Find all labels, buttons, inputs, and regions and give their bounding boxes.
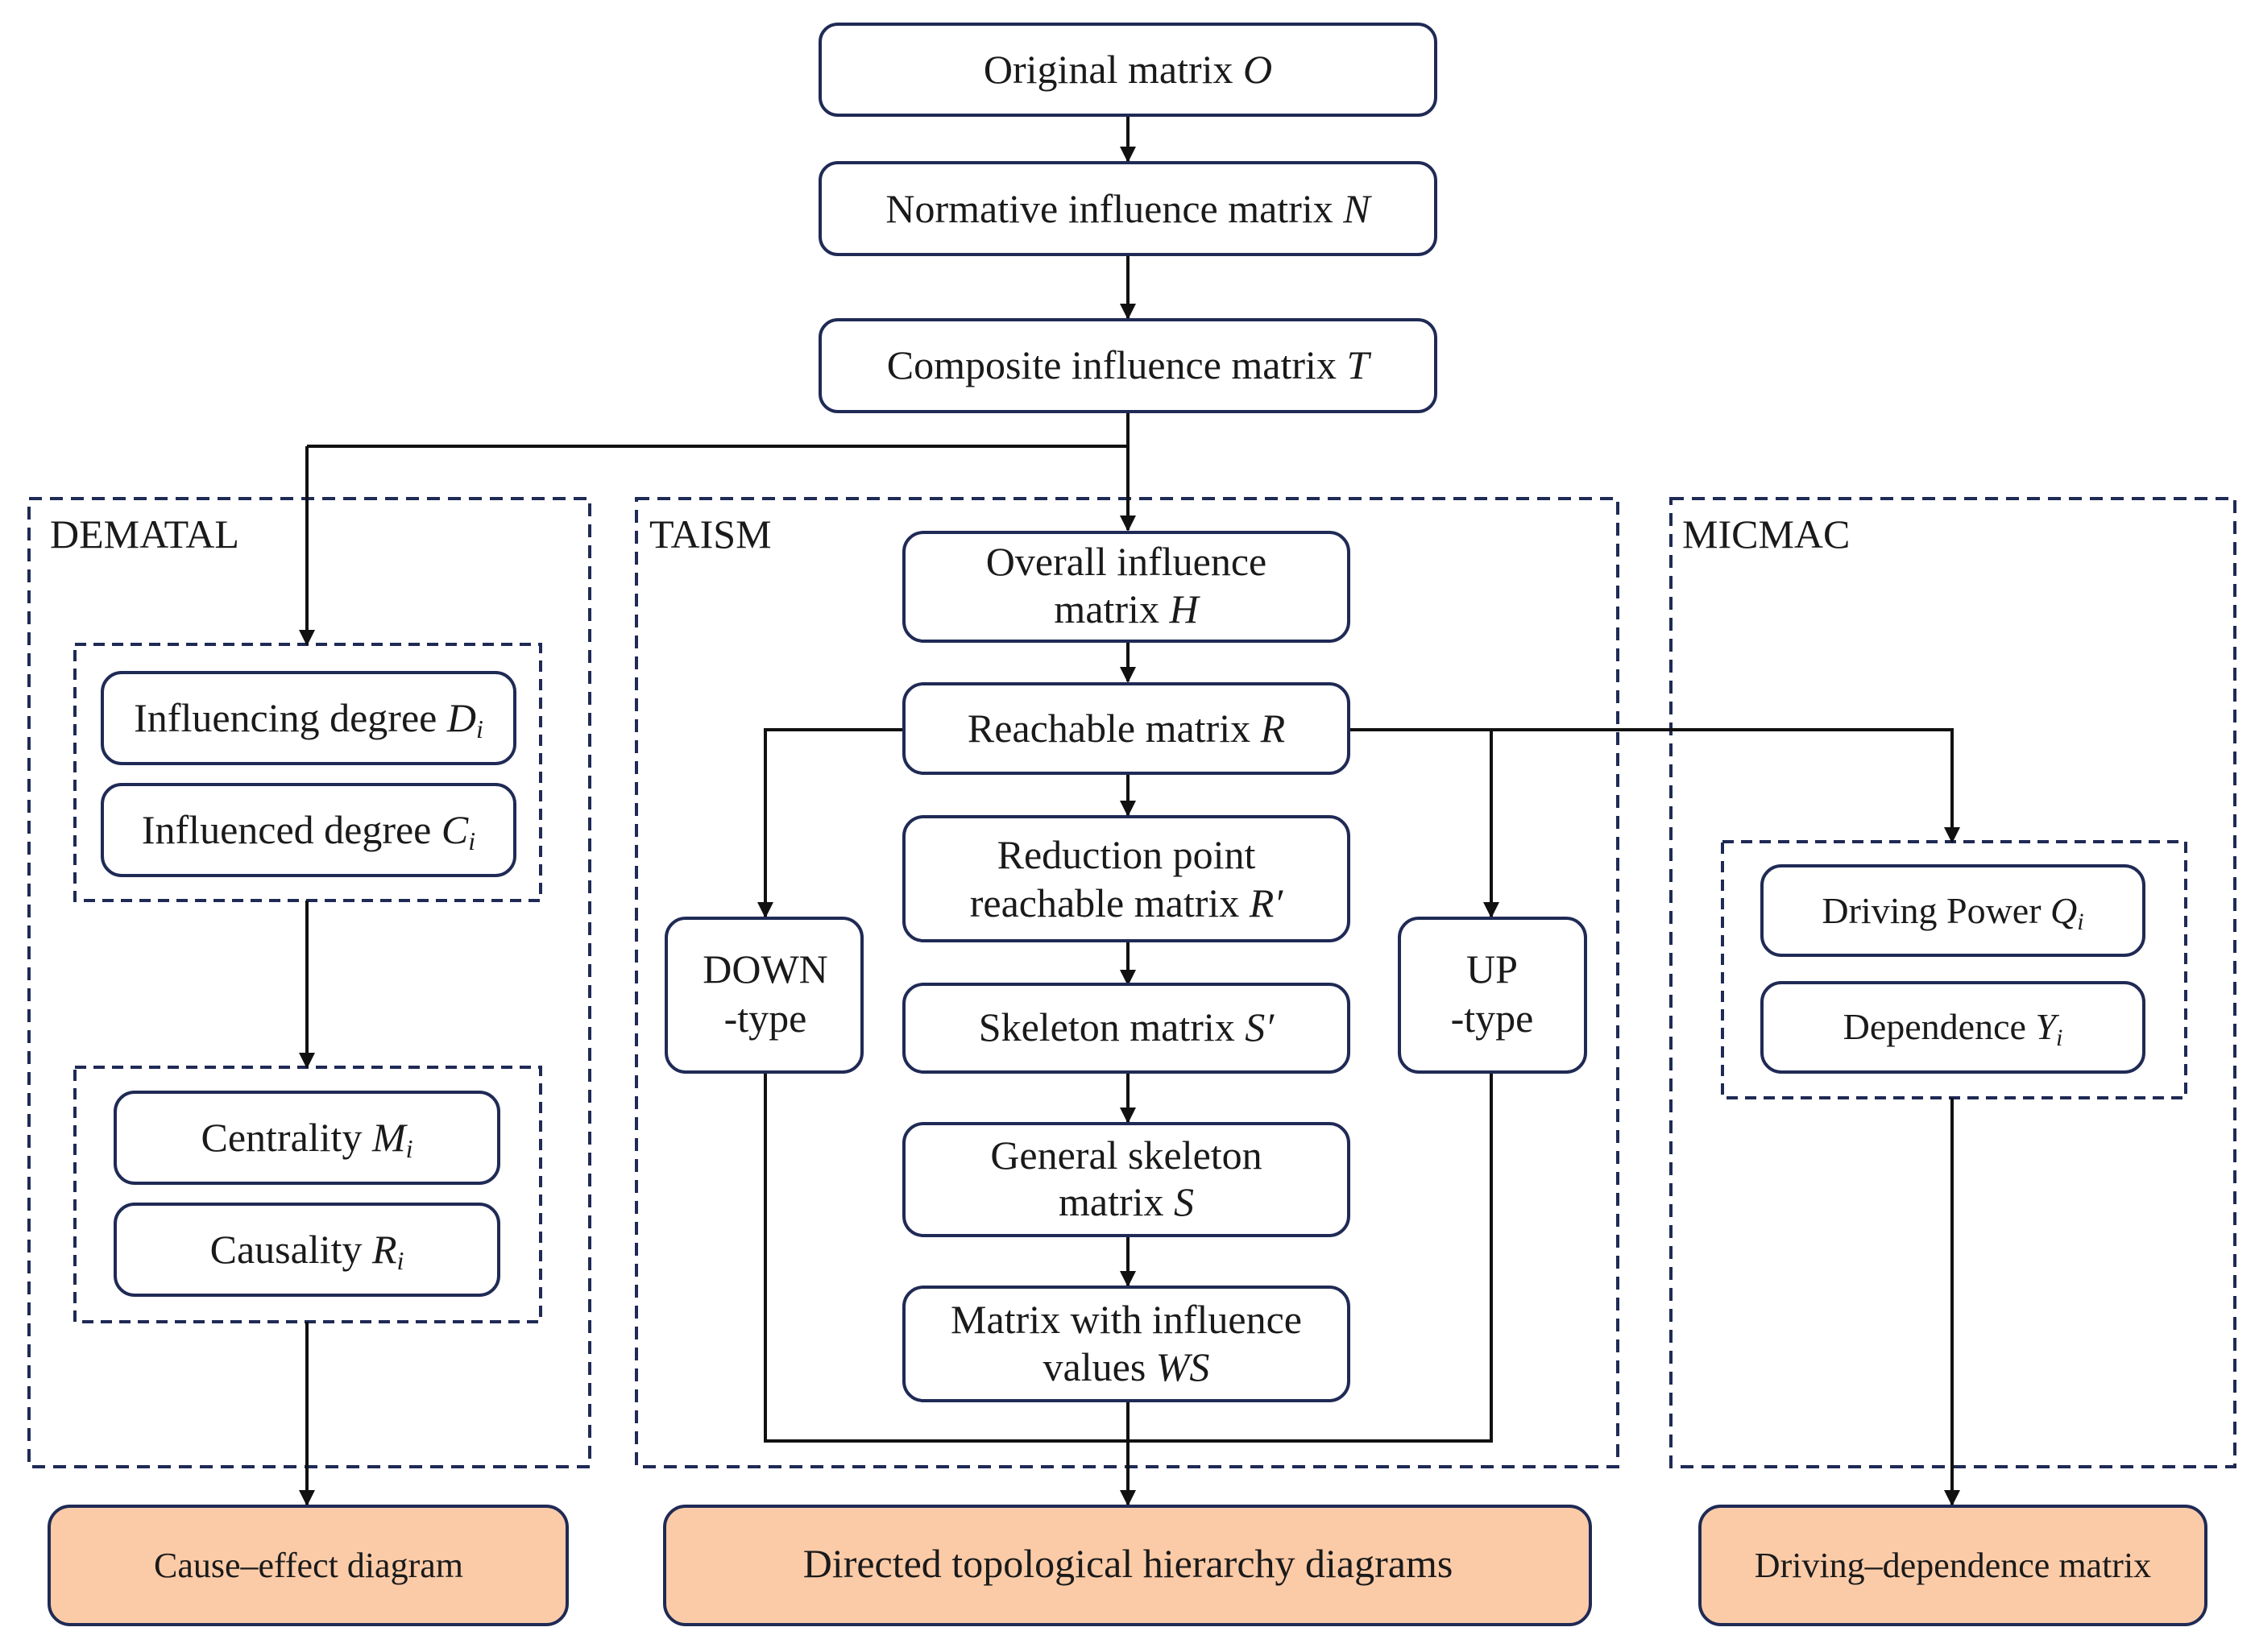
micmac-group-label: MICMAC [1682, 511, 1850, 557]
driving-power-label: Driving Power [1822, 890, 2050, 931]
driving-power-sub: i [2077, 909, 2083, 935]
general-skeleton-box: General skeleton matrix S [902, 1122, 1350, 1237]
svg-text:Driving Power Qi: Driving Power Qi [1822, 890, 2083, 935]
reduction-point-line1: Reduction point [997, 832, 1256, 877]
centrality-var: M [371, 1115, 408, 1160]
influencing-degree-sub: i [476, 714, 483, 743]
svg-text:reachable matrix R′: reachable matrix R′ [970, 880, 1284, 925]
causality-sub: i [397, 1246, 404, 1275]
influence-values-var: WS [1156, 1344, 1210, 1389]
influenced-degree-label: Influenced degree [142, 807, 441, 852]
skeleton-matrix-box: Skeleton matrix S′ [902, 983, 1350, 1074]
influence-values-line1: Matrix with influence [951, 1297, 1302, 1342]
down-type-box: DOWN -type [665, 917, 864, 1074]
driving-dependence-label: Driving–dependence matrix [1755, 1546, 2151, 1585]
up-type-line2: -type [1451, 996, 1534, 1041]
centrality-box: Centrality Mi [114, 1091, 500, 1185]
reduction-point-var: R′ [1249, 880, 1284, 925]
driving-power-box: Driving Power Qi [1760, 864, 2145, 957]
overall-influence-line2: matrix [1054, 586, 1169, 631]
cause-effect-label: Cause–effect diagram [154, 1546, 463, 1585]
svg-text:Causality Ri: Causality Ri [210, 1227, 404, 1275]
overall-influence-var: H [1168, 586, 1200, 631]
causality-label: Causality [210, 1227, 372, 1272]
svg-text:Influencing degree Di: Influencing degree Di [134, 695, 483, 743]
hierarchy-label: Directed topological hierarchy diagrams [803, 1541, 1453, 1586]
causality-var: R [371, 1227, 397, 1272]
influence-values-box: Matrix with influence values WS [902, 1286, 1350, 1402]
reduction-point-line2: reachable matrix [970, 880, 1250, 925]
svg-text:Influenced degree Ci: Influenced degree Ci [142, 807, 475, 855]
reachable-matrix-var: R [1260, 706, 1286, 751]
svg-text:values WS: values WS [1043, 1344, 1210, 1389]
svg-text:Skeleton matrix S′: Skeleton matrix S′ [979, 1004, 1275, 1050]
dependence-var: Y [2035, 1006, 2059, 1047]
svg-text:Composite influence matrix T: Composite influence matrix T [887, 342, 1372, 387]
centrality-sub: i [406, 1134, 413, 1163]
composite-matrix-label: Composite influence matrix [887, 342, 1347, 387]
svg-text:Centrality Mi: Centrality Mi [201, 1115, 413, 1163]
down-type-line2: -type [724, 996, 807, 1041]
down-type-line1: DOWN [703, 946, 828, 992]
influenced-degree-sub: i [468, 826, 475, 855]
driving-power-var: Q [2050, 890, 2077, 931]
original-matrix-var: O [1243, 47, 1272, 92]
overall-influence-line1: Overall influence [986, 539, 1266, 584]
cause-effect-output: Cause–effect diagram [48, 1505, 569, 1626]
reachable-matrix-label: Reachable matrix [968, 706, 1261, 751]
influencing-degree-var: D [446, 695, 476, 740]
dependence-sub: i [2056, 1025, 2062, 1051]
svg-text:Dependence Yi: Dependence Yi [1843, 1006, 2063, 1051]
svg-text:matrix S: matrix S [1059, 1179, 1194, 1224]
svg-text:Reachable matrix R: Reachable matrix R [968, 706, 1285, 751]
composite-matrix-var: T [1346, 342, 1371, 387]
normative-matrix-label: Normative influence matrix [885, 186, 1343, 231]
original-matrix-box: Original matrix O [819, 23, 1437, 117]
dematal-group [27, 497, 591, 1468]
causality-box: Causality Ri [114, 1203, 500, 1297]
composite-matrix-box: Composite influence matrix T [819, 318, 1437, 413]
normative-matrix-box: Normative influence matrix N [819, 161, 1437, 256]
reachable-matrix-box: Reachable matrix R [902, 682, 1350, 775]
influencing-degree-label: Influencing degree [134, 695, 447, 740]
up-type-line1: UP [1466, 946, 1518, 992]
general-skeleton-var: S [1174, 1179, 1194, 1224]
influenced-degree-var: C [441, 807, 469, 852]
dematal-group-label: DEMATAL [50, 511, 239, 557]
influenced-degree-box: Influenced degree Ci [101, 783, 516, 877]
svg-text:matrix H: matrix H [1054, 586, 1200, 631]
connector-composite-branch [307, 412, 1130, 448]
centrality-label: Centrality [201, 1115, 372, 1160]
reduction-point-box: Reduction point reachable matrix R′ [902, 815, 1350, 942]
dependence-box: Dependence Yi [1760, 981, 2145, 1074]
connector-down-to-bottom [764, 1072, 1128, 1443]
driving-dependence-output: Driving–dependence matrix [1698, 1505, 2207, 1626]
general-skeleton-line2: matrix [1059, 1179, 1174, 1224]
influencing-degree-box: Influencing degree Di [101, 671, 516, 765]
influence-values-line2: values [1043, 1344, 1156, 1389]
taism-group-label: TAISM [649, 511, 772, 557]
hierarchy-output: Directed topological hierarchy diagrams [663, 1505, 1592, 1626]
overall-influence-box: Overall influence matrix H [902, 531, 1350, 643]
connector-up-to-bottom [1128, 1072, 1493, 1443]
up-type-box: UP -type [1398, 917, 1587, 1074]
skeleton-matrix-label: Skeleton matrix [979, 1004, 1246, 1050]
original-matrix-label: Original matrix [984, 47, 1243, 92]
dependence-label: Dependence [1843, 1006, 2036, 1047]
arrow-reachable-to-micmac [1349, 728, 1960, 843]
normative-matrix-var: N [1342, 186, 1372, 231]
skeleton-matrix-var: S′ [1245, 1004, 1275, 1050]
svg-text:Original matrix O: Original matrix O [984, 47, 1272, 92]
arrow-reachable-to-down [757, 728, 904, 918]
general-skeleton-line1: General skeleton [990, 1132, 1262, 1178]
svg-text:Normative influence matrix N: Normative influence matrix N [885, 186, 1372, 231]
